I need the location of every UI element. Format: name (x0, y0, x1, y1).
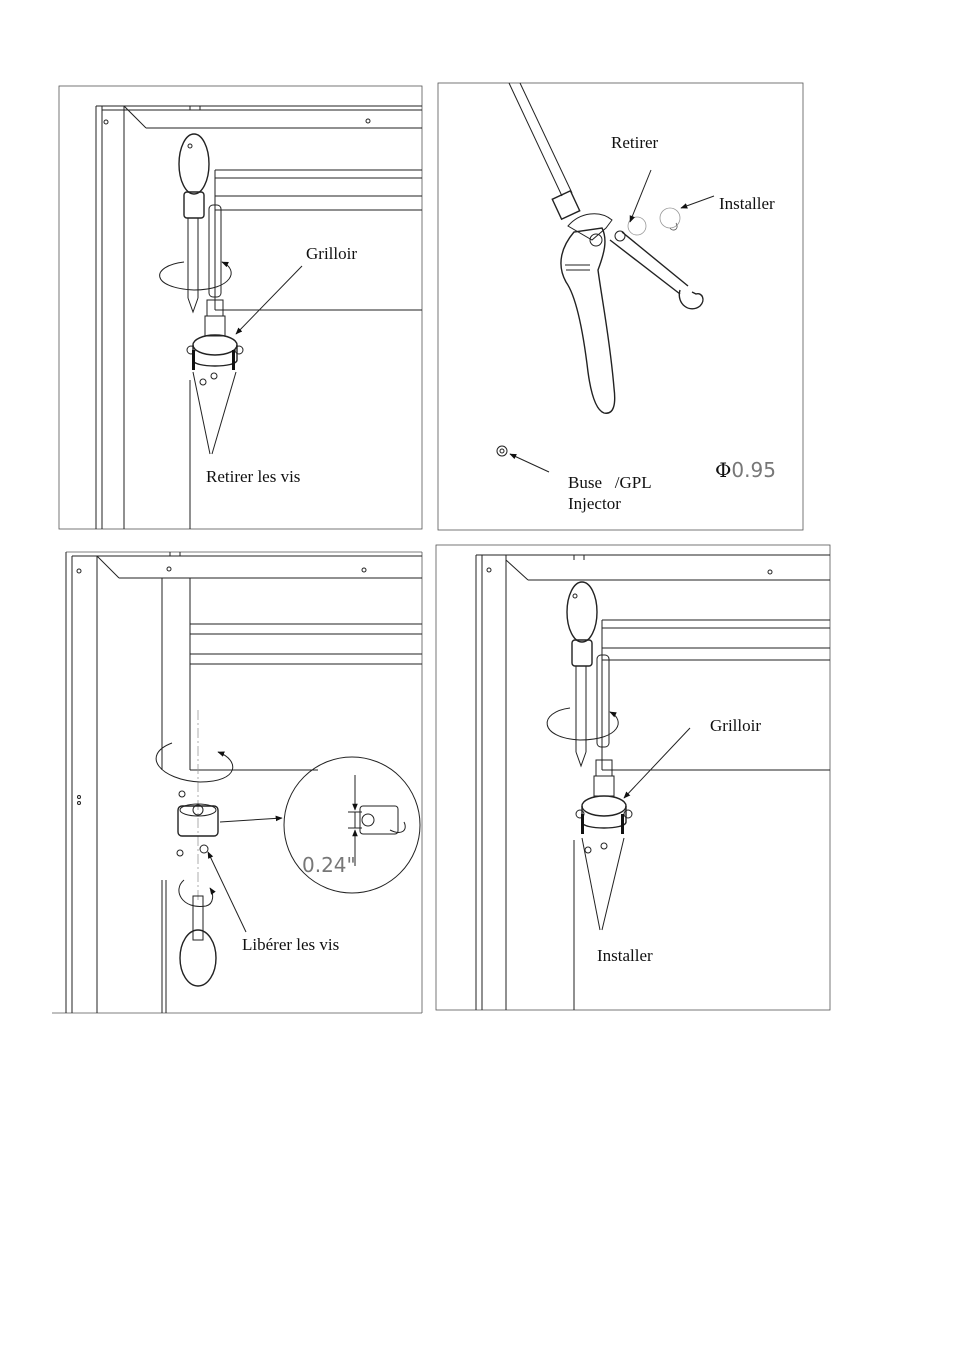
diameter-symbol: Φ (715, 458, 731, 482)
label-install: Installer (719, 194, 775, 213)
panel-bottom-left: Libérer les vis 0.24" (52, 551, 423, 1014)
label-nozzle-line1: Buse /GPL (568, 473, 652, 492)
panel-frame (435, 544, 831, 1011)
remove-pointer (629, 169, 652, 223)
screw-pointer-left (581, 837, 601, 931)
screwdriver (566, 581, 610, 768)
nozzle-pointer (509, 453, 550, 473)
grill-burner-fitting (186, 299, 244, 386)
panel-frame (58, 85, 423, 530)
panel-bottom-right: Grilloir Installer (435, 544, 831, 1011)
screw-pointer-right (601, 837, 625, 931)
fitting-nut (589, 233, 603, 247)
screwdriver (178, 133, 222, 314)
cabinet-frame (65, 552, 422, 1013)
dimension-value: 0.24" (302, 853, 356, 877)
screwdriver (179, 895, 217, 987)
grilloir-pointer (623, 727, 691, 799)
grilloir-pointer (235, 265, 303, 335)
rotation-arrow-icon (178, 879, 216, 907)
cabinet-frame (95, 105, 422, 529)
panel-top-right: Retirer Installer Buse /GPL Injector Φ0.… (437, 82, 804, 531)
label-loosen-screws: Libérer les vis (242, 935, 339, 954)
label-nozzle-line2: Injector (568, 494, 621, 513)
rotation-arrow-icon (159, 261, 232, 291)
screw-pointer-left (192, 371, 211, 455)
install-rotation-icon (669, 222, 678, 231)
label-install: Installer (597, 946, 653, 965)
nozzle-diameter: Φ0.95 (715, 458, 776, 482)
burner-fitting (176, 790, 219, 857)
combination-wrench (609, 231, 704, 310)
panel-frame (437, 82, 804, 531)
label-grilloir: Grilloir (710, 716, 761, 735)
detail-callout: 0.24" (283, 756, 421, 894)
label-remove: Retirer (611, 133, 659, 152)
rotation-arrow-icon (546, 707, 619, 741)
gas-pipe (508, 82, 581, 221)
cabinet-frame (475, 554, 830, 1010)
rotation-arrow-icon (155, 742, 234, 783)
detail-pointer (219, 815, 283, 823)
label-grilloir: Grilloir (306, 244, 357, 263)
label-remove-screws: Retirer les vis (206, 467, 300, 486)
removed-nozzle-ghost (627, 216, 647, 236)
lpg-nozzle (496, 445, 508, 457)
grill-burner-fitting (575, 759, 633, 854)
screw-pointer-right (211, 371, 237, 455)
panel-top-left: Grilloir Retirer les vis (58, 85, 423, 530)
install-pointer (680, 195, 715, 209)
loosen-pointer (207, 851, 247, 933)
old-nozzle (614, 230, 626, 242)
diameter-value: 0.95 (731, 458, 776, 482)
adjustable-wrench (560, 213, 616, 414)
